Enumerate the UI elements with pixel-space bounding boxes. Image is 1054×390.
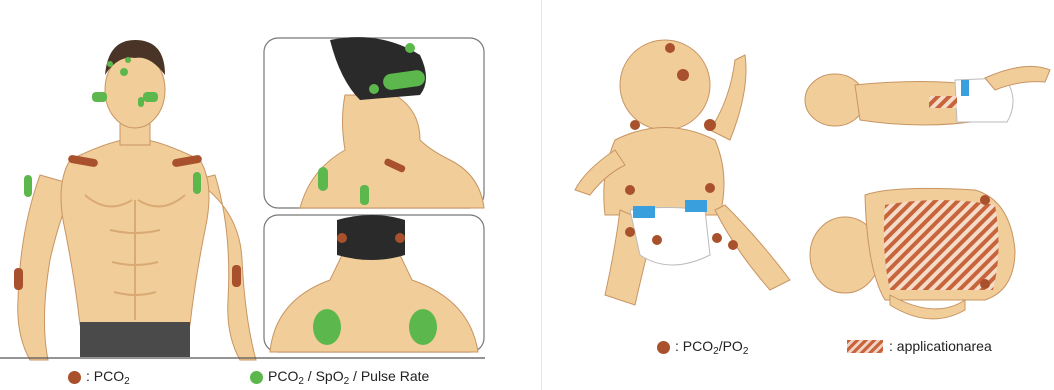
legend-pco2-spo2-pulse-label: PCO2 / SpO2 / Pulse Rate xyxy=(268,368,429,387)
infant-diagram-panel: : PCO2/PO2 : applicationarea xyxy=(545,0,1054,390)
brown-dot-icon xyxy=(657,341,670,354)
legend-pco2-po2-label: : PCO2/PO2 xyxy=(675,338,748,357)
brown-dot-icon xyxy=(68,371,81,384)
green-dot-icon xyxy=(250,371,263,384)
legend-pco2-label: : PCO2 xyxy=(86,368,130,387)
adult-back-view-panel xyxy=(264,215,484,352)
legend-application-area-label: : applicationarea xyxy=(889,338,992,354)
infant-side-figure xyxy=(805,66,1050,126)
adult-front-figure xyxy=(14,40,256,360)
adult-illustration xyxy=(0,0,540,390)
infant-illustration xyxy=(545,0,1054,390)
legend-application-area: : applicationarea xyxy=(847,338,992,354)
legend-pco2-po2: : PCO2/PO2 xyxy=(657,338,748,357)
panel-divider xyxy=(541,0,542,390)
adult-side-view-panel xyxy=(264,37,484,208)
legend-pco2: : PCO2 xyxy=(68,368,130,387)
adult-diagram-panel: : PCO2 PCO2 / SpO2 / Pulse Rate xyxy=(0,0,540,390)
infant-front-figure xyxy=(575,40,790,305)
legend-pco2-spo2-pulse: PCO2 / SpO2 / Pulse Rate xyxy=(250,368,429,387)
infant-prone-figure xyxy=(810,188,1015,319)
hatch-swatch-icon xyxy=(847,340,883,353)
